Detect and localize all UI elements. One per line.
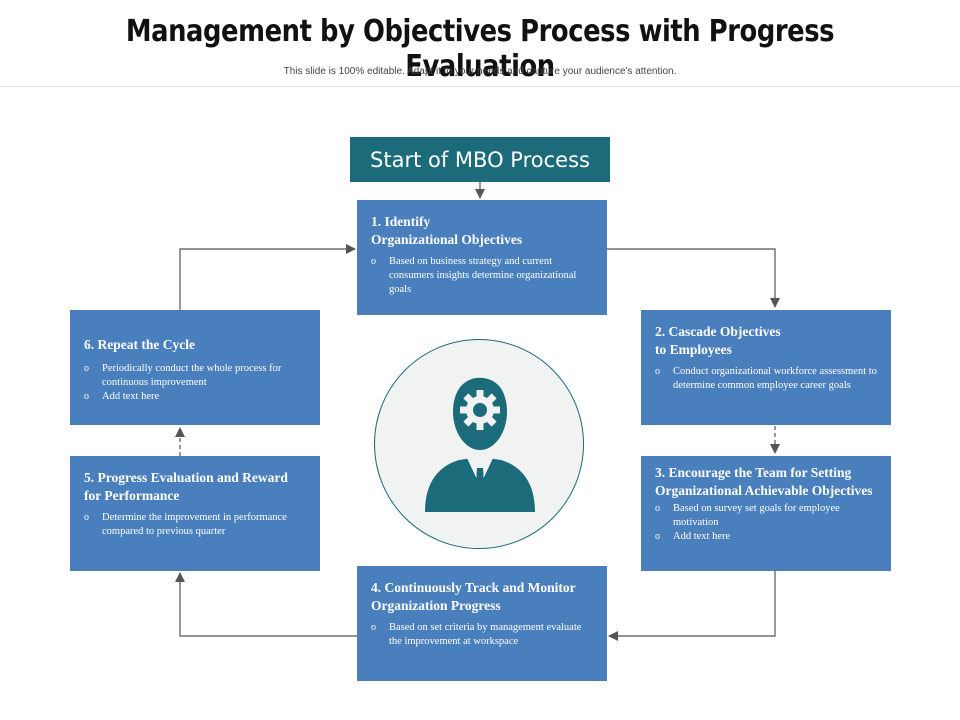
bullet-item: Conduct organizational workforce assessm… [655, 365, 877, 393]
step-2-box: 2. Cascade Objectives to Employees Condu… [641, 310, 891, 425]
step-5-box: 5. Progress Evaluation and Reward for Pe… [70, 456, 320, 571]
step-1-box: 1. Identify Organizational Objectives Ba… [357, 200, 607, 315]
connector-1-to-2 [607, 248, 780, 308]
connector-6-to-1 [179, 244, 356, 310]
step-2-bullets: Conduct organizational workforce assessm… [655, 365, 877, 393]
header-divider [0, 86, 960, 87]
step-6-bullets: Periodically conduct the whole process f… [84, 362, 306, 404]
bullet-item: Based on survey set goals for employee m… [655, 502, 877, 530]
businessman-with-gear-icon [425, 377, 535, 512]
connector-3-to-4 [608, 571, 776, 641]
step-6-title: 6. Repeat the Cycle [84, 337, 195, 352]
step-3-title: 3. Encourage the Team for Setting Organi… [655, 465, 873, 498]
start-label: Start of MBO Process [370, 147, 590, 172]
step-2-title: 2. Cascade Objectives to Employees [655, 324, 781, 357]
start-box: Start of MBO Process [350, 137, 610, 182]
bullet-item: Periodically conduct the whole process f… [84, 362, 306, 390]
bullet-item: Based on business strategy and current c… [371, 255, 593, 297]
step-4-bullets: Based on set criteria by management eval… [371, 621, 593, 649]
connector-4-to-5 [175, 572, 357, 637]
step-5-title: 5. Progress Evaluation and Reward for Pe… [84, 470, 288, 503]
bullet-item: Determine the improvement in performance… [84, 511, 306, 539]
bullet-item: Based on set criteria by management eval… [371, 621, 593, 649]
step-1-bullets: Based on business strategy and current c… [371, 255, 593, 297]
step-4-title: 4. Continuously Track and Monitor Organi… [371, 580, 576, 613]
bullet-item: Add text here [84, 390, 306, 404]
center-circle [374, 339, 584, 549]
step-4-box: 4. Continuously Track and Monitor Organi… [357, 566, 607, 681]
bullet-item: Add text here [655, 530, 877, 544]
step-1-title: 1. Identify Organizational Objectives [371, 214, 523, 247]
step-6-box: 6. Repeat the Cycle Periodically conduct… [70, 310, 320, 425]
step-3-bullets: Based on survey set goals for employee m… [655, 502, 877, 544]
page-title: Management by Objectives Process with Pr… [125, 14, 835, 84]
step-5-bullets: Determine the improvement in performance… [84, 511, 306, 539]
step-3-box: 3. Encourage the Team for Setting Organi… [641, 456, 891, 571]
page-subtitle: This slide is 100% editable. Adapt it to… [283, 66, 677, 77]
